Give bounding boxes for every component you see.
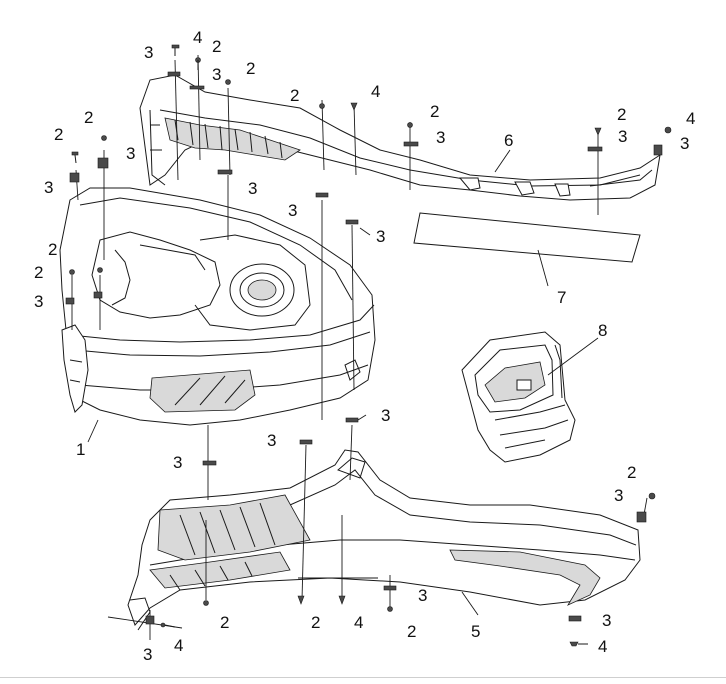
screw-icon bbox=[195, 57, 201, 70]
callout-3: 3 bbox=[212, 65, 221, 84]
callout-4: 4 bbox=[354, 613, 363, 632]
clip-icon bbox=[145, 615, 155, 625]
callout-2: 2 bbox=[430, 102, 439, 121]
part-5-lower-cover bbox=[127, 449, 641, 631]
callout-labels: 3 4 2 3 2 2 4 2 3 6 2 3 4 3 2 2 3 3 3 3 … bbox=[34, 28, 695, 664]
clip-icon bbox=[93, 291, 103, 299]
screw-icon bbox=[350, 102, 358, 111]
callout-2: 2 bbox=[617, 105, 626, 124]
clip-icon bbox=[315, 192, 329, 198]
screw-icon bbox=[203, 600, 209, 606]
screw-icon bbox=[569, 641, 588, 647]
nut-icon bbox=[664, 126, 672, 134]
callout-6: 6 bbox=[504, 131, 513, 150]
screw-icon bbox=[225, 79, 231, 85]
clip-icon bbox=[202, 460, 217, 466]
callout-3: 3 bbox=[288, 201, 297, 220]
callout-3: 3 bbox=[173, 453, 182, 472]
screw-icon bbox=[171, 44, 180, 56]
callout-3: 3 bbox=[144, 43, 153, 62]
callout-3: 3 bbox=[267, 431, 276, 450]
callout-4: 4 bbox=[174, 636, 183, 655]
clip-icon bbox=[587, 146, 603, 152]
callout-3: 3 bbox=[680, 134, 689, 153]
callout-3: 3 bbox=[436, 128, 445, 147]
clip-icon bbox=[636, 511, 647, 523]
clip-icon bbox=[69, 172, 80, 183]
clip-icon bbox=[97, 157, 109, 169]
callout-4: 4 bbox=[686, 109, 695, 128]
callout-2: 2 bbox=[246, 59, 255, 78]
clip-icon bbox=[653, 144, 663, 156]
screw-icon bbox=[69, 269, 75, 275]
callout-3: 3 bbox=[618, 127, 627, 146]
callout-2: 2 bbox=[212, 37, 221, 56]
part-7-strip bbox=[413, 212, 641, 263]
assembly-lines bbox=[71, 54, 648, 640]
clip-icon bbox=[299, 439, 313, 445]
screw-icon bbox=[97, 267, 103, 273]
callout-2: 2 bbox=[220, 613, 229, 632]
part-8-bracket bbox=[461, 331, 576, 463]
callout-4: 4 bbox=[598, 637, 607, 656]
callout-3: 3 bbox=[381, 406, 390, 425]
callout-3: 3 bbox=[418, 586, 427, 605]
clip-icon bbox=[383, 585, 397, 591]
callout-1: 1 bbox=[76, 440, 85, 459]
screw-icon bbox=[71, 151, 79, 164]
callout-3: 3 bbox=[376, 227, 385, 246]
fasteners bbox=[65, 44, 672, 647]
callout-3: 3 bbox=[602, 611, 611, 630]
callout-4: 4 bbox=[371, 82, 380, 101]
screw-icon bbox=[338, 595, 346, 605]
callout-2: 2 bbox=[54, 125, 63, 144]
callout-8: 8 bbox=[598, 321, 607, 340]
screw-icon bbox=[297, 595, 305, 605]
callout-3: 3 bbox=[143, 645, 152, 664]
clip-icon bbox=[345, 417, 359, 423]
screw-icon bbox=[407, 122, 413, 128]
callout-2: 2 bbox=[48, 240, 57, 259]
part-6-rear-fender bbox=[139, 74, 661, 201]
callout-leaders bbox=[87, 149, 599, 616]
clip-icon bbox=[189, 85, 205, 90]
bottom-divider bbox=[0, 677, 726, 678]
callout-2: 2 bbox=[407, 622, 416, 641]
callout-2: 2 bbox=[290, 86, 299, 105]
callout-3: 3 bbox=[248, 179, 257, 198]
callout-3: 3 bbox=[34, 292, 43, 311]
callout-7: 7 bbox=[557, 288, 566, 307]
callout-2: 2 bbox=[311, 613, 320, 632]
clip-icon bbox=[65, 297, 75, 305]
screw-icon bbox=[319, 103, 325, 109]
callout-3: 3 bbox=[126, 144, 135, 163]
callout-3: 3 bbox=[614, 486, 623, 505]
callout-5: 5 bbox=[471, 622, 480, 641]
callout-2: 2 bbox=[84, 108, 93, 127]
callout-2: 2 bbox=[627, 463, 636, 482]
clip-icon bbox=[345, 219, 359, 225]
part-1-front-fender bbox=[59, 187, 376, 426]
screw-icon bbox=[101, 135, 107, 141]
callout-3: 3 bbox=[44, 178, 53, 197]
clip-icon bbox=[167, 71, 181, 77]
screw-icon bbox=[160, 622, 176, 628]
screw-icon bbox=[594, 127, 602, 136]
nut-icon bbox=[648, 492, 656, 500]
screw-icon bbox=[387, 606, 393, 612]
clip-icon bbox=[568, 615, 582, 622]
callout-2: 2 bbox=[34, 263, 43, 282]
clip-icon bbox=[403, 141, 419, 147]
callout-4: 4 bbox=[193, 28, 202, 47]
clip-icon bbox=[217, 169, 233, 175]
